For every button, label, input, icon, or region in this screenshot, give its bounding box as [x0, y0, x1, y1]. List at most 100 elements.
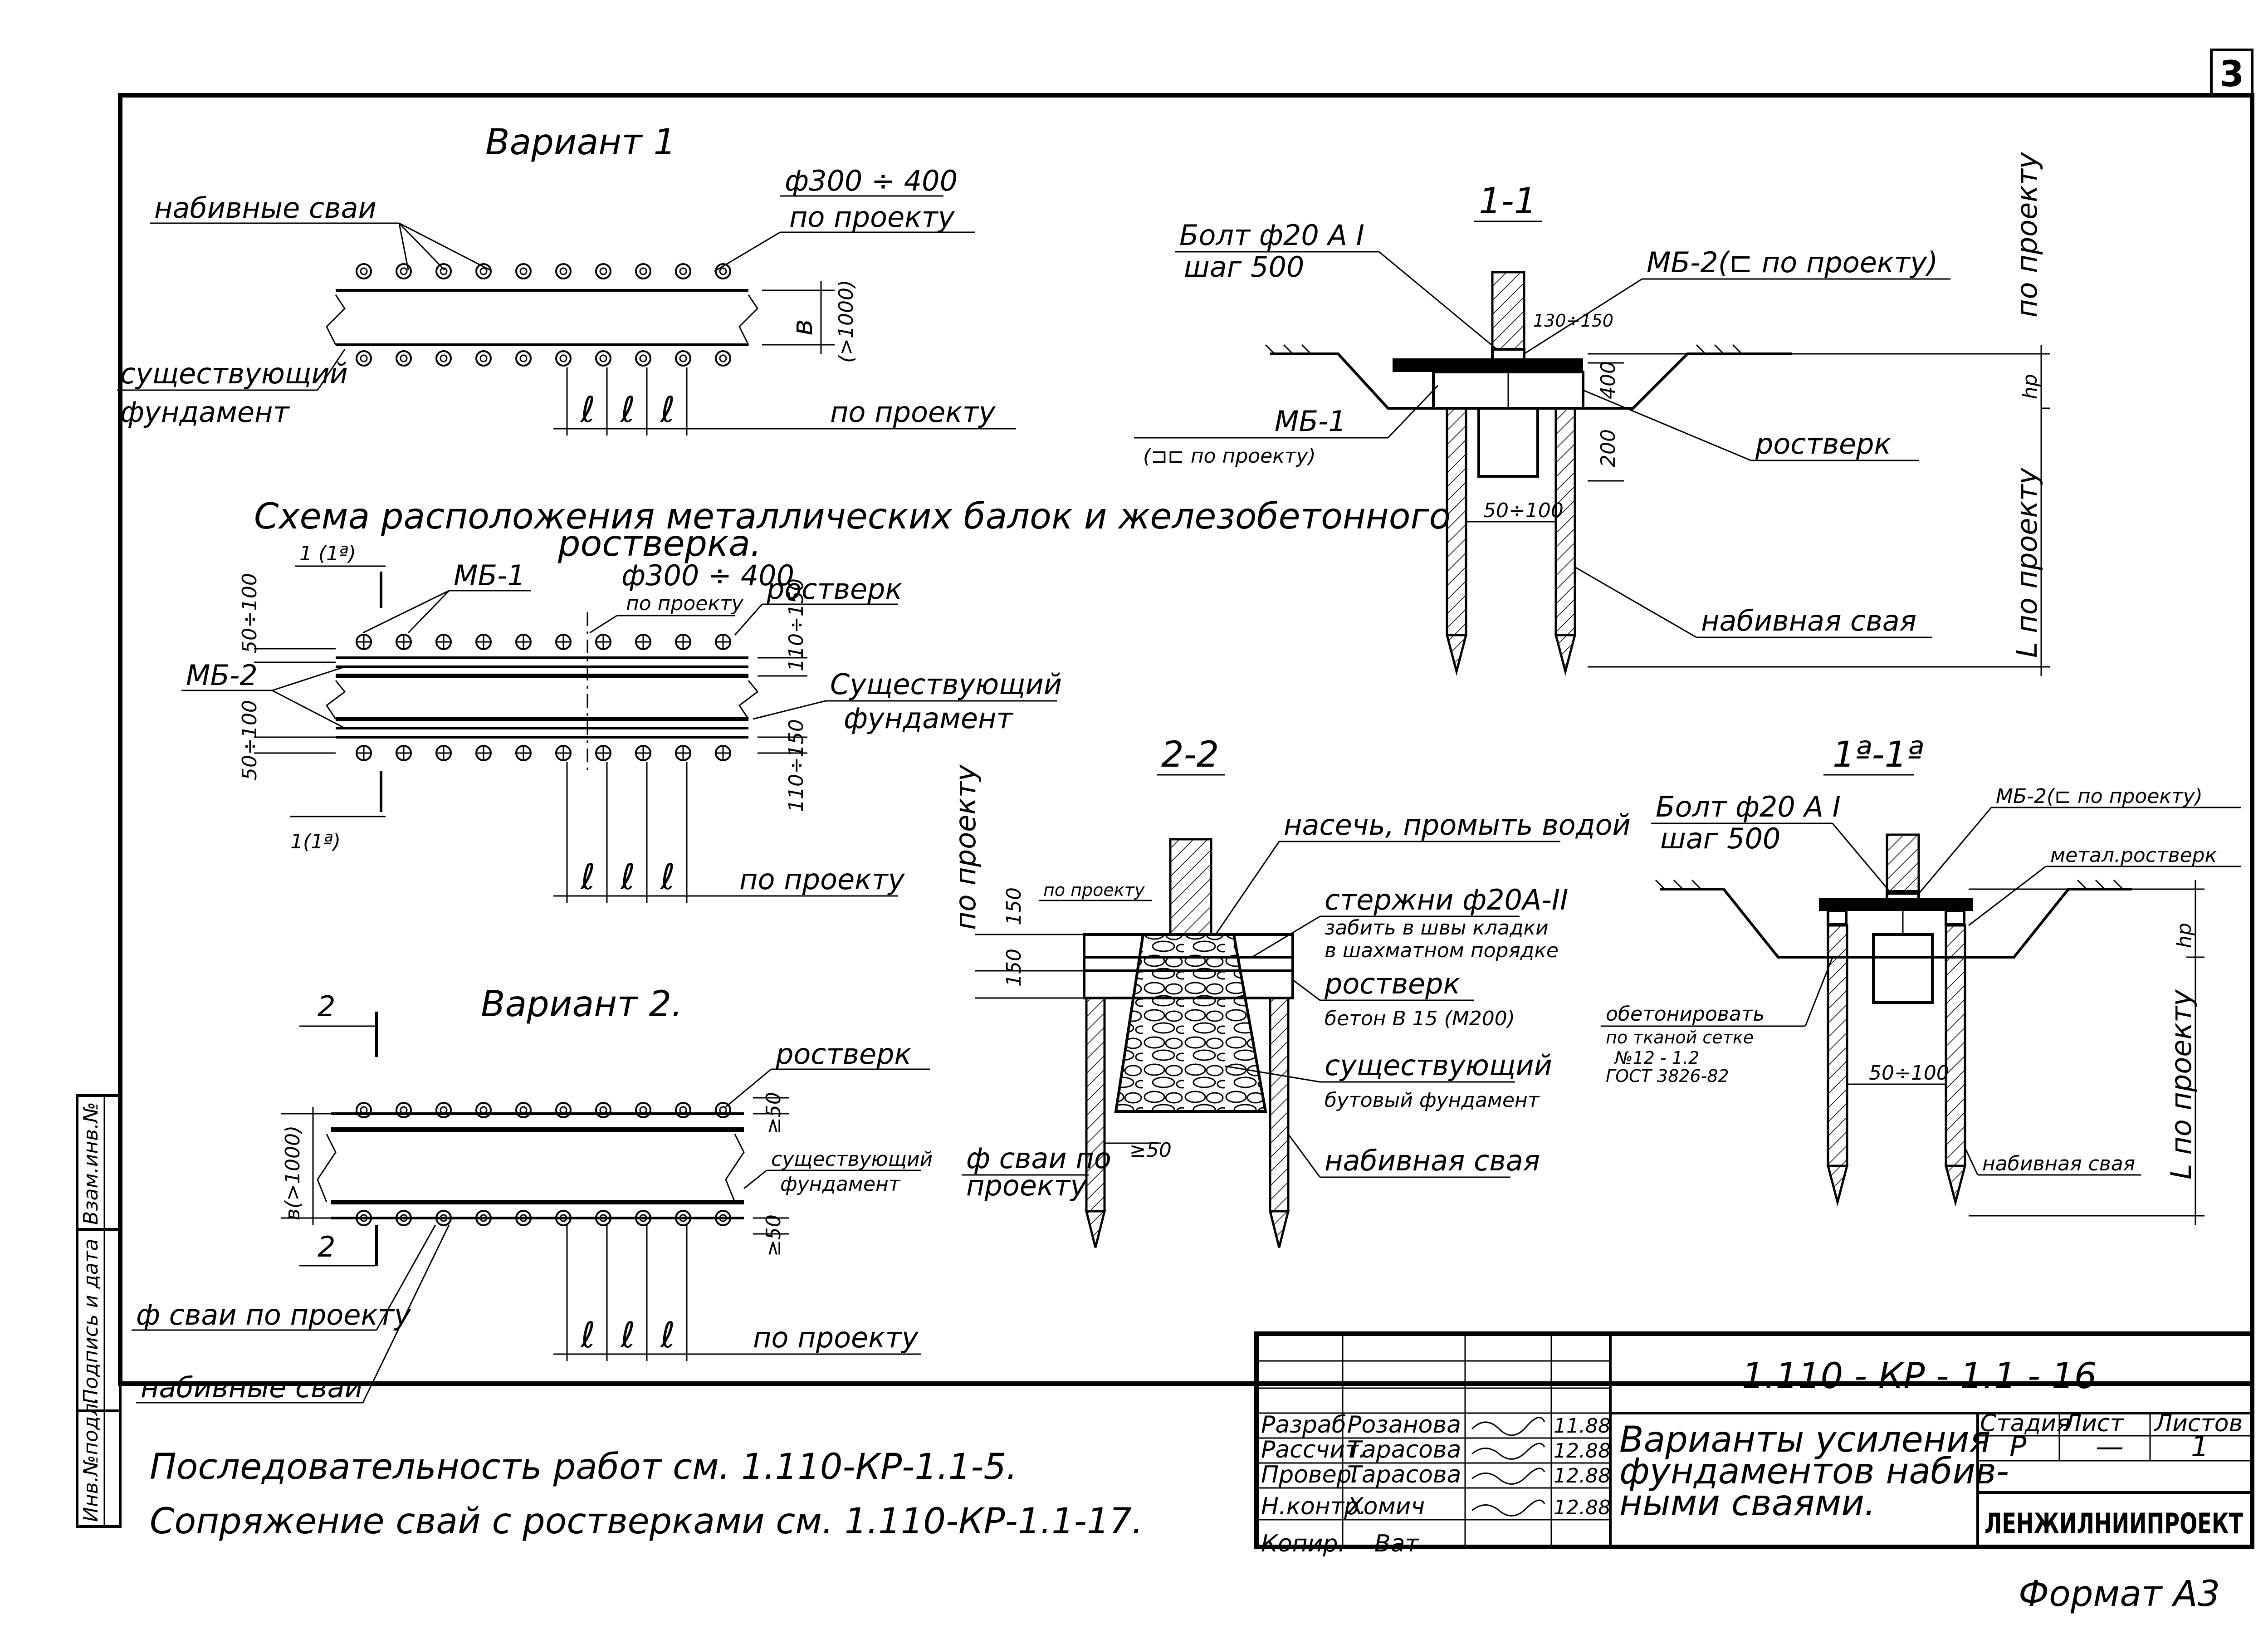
replace-inv-label: Взам.инв.№ — [79, 1102, 103, 1225]
variant2-existing-2: фундамент — [780, 1173, 901, 1196]
stamp-date-1: 12.88 — [1554, 1439, 1611, 1463]
variant2-existing-1: существующий — [771, 1148, 933, 1171]
beam-scheme-plan: Схема расположения металлических балок и… — [181, 496, 1451, 903]
stamp-name-3: Хомич — [1346, 1493, 1425, 1520]
variant2-spacing-3: ℓ — [660, 1315, 675, 1356]
section22-existing-2: бутовый фундамент — [1325, 1089, 1540, 1112]
stamp-title-2: фундаментов набив- — [1619, 1451, 2009, 1492]
stamp-role-3: Н.контр. — [1261, 1493, 1367, 1520]
variant2-title: Вариант 2. — [481, 984, 683, 1025]
stamp-date-3: 12.88 — [1554, 1496, 1611, 1519]
section1a-mb2: МБ-2(⊏ по проекту) — [1996, 785, 2203, 808]
variant1-spacing-note: по проекту — [830, 396, 996, 429]
section1a-length: L по проекту — [2165, 989, 2198, 1179]
sheet-format: Формат А3 — [2019, 1574, 2220, 1615]
section22-pile: набивная свая — [1325, 1144, 1540, 1177]
section1a-bolt: Болт ф20 А I — [1656, 790, 1841, 823]
section1a-dim-gap: 50÷100 — [1869, 1062, 1949, 1085]
variant1-spacing-1: ℓ — [580, 390, 595, 431]
section-2-2: 2-2 по проекту по проекту 150 150 ≥50 на… — [949, 734, 1631, 1248]
stamp-title-3: ными сваями. — [1619, 1483, 1876, 1524]
section22-right-note: по проекту — [949, 764, 982, 930]
section1a-pile: набивная свая — [1982, 1152, 2135, 1175]
section1a-gunite-4: ГОСТ 3826-82 — [1606, 1066, 1729, 1086]
stamp-date-0: 11.88 — [1554, 1414, 1611, 1438]
scheme-dim-right-top: 110÷150 — [785, 578, 808, 671]
variant2-min50-bottom: ≥50 — [762, 1214, 785, 1257]
scheme-diameter-note: по проекту — [626, 592, 744, 615]
section1a-gunite-2: по тканой сетке — [1606, 1027, 1754, 1047]
section-1a-1a: 1ª-1ª Болт ф20 А I шаг 500 МБ-2(⊏ по про… — [1601, 734, 2241, 1225]
section-1-1: 1-1 Болт ф20 А I шаг 500 МБ-2(⊏ по проек… — [1134, 152, 2050, 676]
stamp-sheet-header: Лист — [2063, 1410, 2124, 1437]
variant1-width-note: (>1000) — [835, 280, 858, 363]
general-notes: Последовательность работ см. 1.110-КР-1.… — [150, 1447, 1143, 1542]
variant2-grillage: ростверк — [775, 1037, 912, 1071]
stamp-name-0: Розанова — [1347, 1411, 1461, 1438]
section11-pile: набивная свая — [1701, 604, 1916, 637]
stamp-designation: 1.110 - КР - 1.1 - 16 — [1742, 1356, 2097, 1397]
variant1-title: Вариант 1 — [485, 122, 676, 163]
variant1-spacing-2: ℓ — [620, 390, 635, 431]
scheme-spacing-note: по проекту — [739, 863, 905, 896]
stamp-sheets: 1 — [2191, 1430, 2209, 1463]
section22-grillage: ростверк — [1324, 967, 1461, 1000]
scheme-diameter: ф300 ÷ 400 — [621, 559, 794, 592]
variant2-spacing-1: ℓ — [580, 1315, 595, 1356]
scheme-spacing-1: ℓ — [580, 857, 595, 898]
section11-hp: hр — [2019, 374, 2042, 399]
variant2-spacing-note: по проекту — [753, 1321, 919, 1354]
variant2-plan: Вариант 2. 2 ростверк — [132, 984, 1111, 1404]
variant1-diameter-note: по проекту — [789, 201, 955, 234]
section1a-title: 1ª-1ª — [1833, 734, 1924, 775]
section11-dim-400: 400 — [1597, 361, 1620, 399]
variant1-spacing-3: ℓ — [660, 390, 675, 431]
stamp-stage: Р — [2009, 1430, 2027, 1463]
variant2-pile-dia-2: проекту — [966, 1169, 1088, 1202]
stamp-copied-by: Ват — [1374, 1530, 1420, 1557]
variant2-piles-label: набивные сваи — [141, 1371, 363, 1404]
scheme-section-bottom: 1(1ª) — [290, 830, 341, 853]
section11-dim-200: 200 — [1597, 429, 1620, 467]
section1a-bolt-step: шаг 500 — [1660, 822, 1780, 855]
title-block: 1.110 - КР - 1.1 - 16 Разраб. Розанова 1… — [1254, 1331, 2254, 1557]
scheme-section-top: 1 (1ª) — [299, 542, 356, 565]
variant2-width-label: в(>1000) — [281, 1125, 304, 1220]
scheme-dim-bottom: 50÷100 — [238, 700, 261, 780]
section11-mb1-note: (⊐⊏ по проекту) — [1143, 445, 1316, 468]
variant1-width-label: в — [786, 319, 819, 336]
scheme-existing-1: Существующий — [830, 668, 1062, 701]
section11-title: 1-1 — [1479, 181, 1536, 222]
section22-existing-1: существующий — [1325, 1049, 1552, 1082]
section1a-gunite-3: №12 - 1.2 — [1614, 1048, 1699, 1068]
scheme-title-1: Схема расположения металлических балок и… — [254, 496, 1451, 537]
stamp-role-2: Провер. — [1261, 1461, 1359, 1488]
section1a-gunite-1: обетонировать — [1606, 1003, 1765, 1026]
section11-bolt: Болт ф20 А I — [1179, 219, 1364, 252]
scheme-dim-right-bottom: 110÷150 — [785, 719, 808, 812]
section22-dim150b: 150 — [1002, 949, 1026, 987]
variant1-piles-label: набивные сваи — [154, 191, 376, 225]
stamp-name-2: Тарасова — [1347, 1461, 1461, 1488]
side-strip: Инв.№подл. Подпись и дата Взам.инв.№ — [76, 1094, 122, 1528]
section11-mb1: МБ-1 — [1275, 405, 1346, 438]
stamp-title-1: Варианты усиления — [1619, 1419, 1990, 1460]
variant2-pile-dia-note: ф сваи по проекту — [136, 1298, 411, 1331]
section22-rods-2: забить в швы кладки — [1325, 916, 1549, 939]
variant1-diameter: ф300 ÷ 400 — [785, 164, 958, 197]
note-coupling: Сопряжение свай с ростверками см. 1.110-… — [150, 1501, 1143, 1542]
section22-notch: насечь, промыть водой — [1284, 808, 1631, 842]
scheme-mb2: МБ-2 — [186, 659, 258, 692]
scheme-mb1: МБ-1 — [454, 559, 525, 592]
scheme-spacing-2: ℓ — [620, 857, 635, 898]
stamp-name-1: Тарасова — [1347, 1436, 1461, 1463]
section11-mb2: МБ-2(⊏ по проекту) — [1647, 246, 1938, 279]
variant2-section-bottom: 2 — [318, 1230, 335, 1263]
inv-orig-label: Инв.№подл. — [79, 1397, 103, 1522]
sign-date-label: Подпись и дата — [79, 1239, 103, 1404]
variant1-existing-2: фундамент — [120, 396, 290, 429]
section11-right-note: по проекту — [2010, 152, 2043, 318]
scheme-existing-2: фундамент — [844, 702, 1014, 735]
section1a-metal-grillage: метал.ростверк — [2050, 844, 2217, 867]
